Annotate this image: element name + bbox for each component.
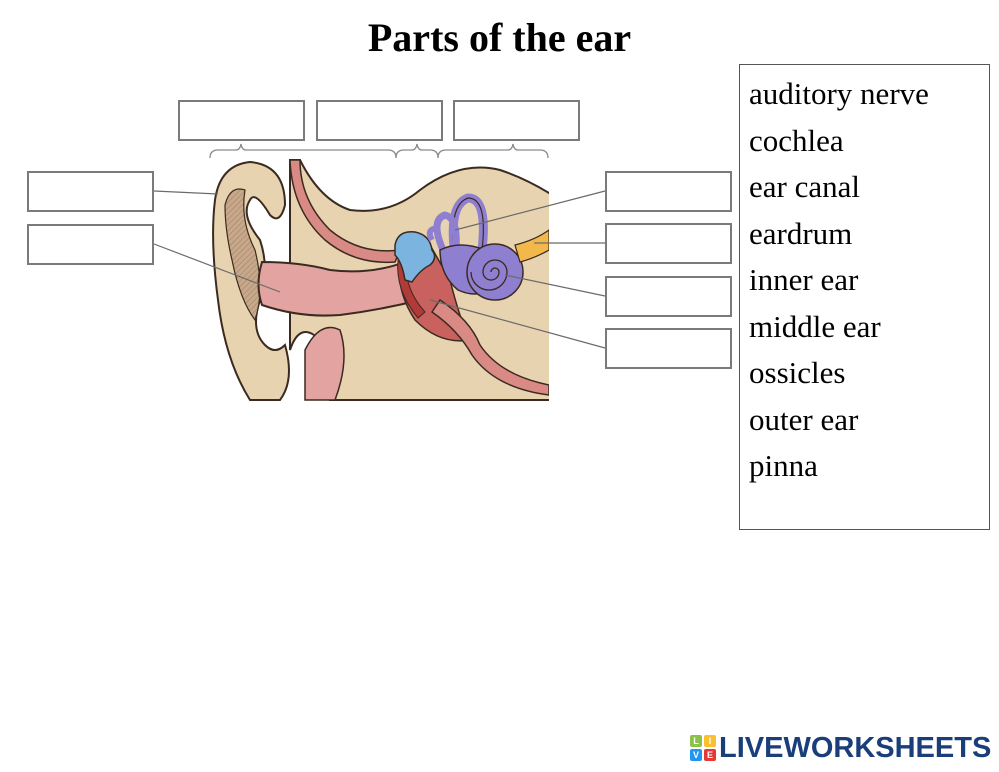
leader-line-semicircular <box>454 190 606 231</box>
answer-box-right-2[interactable] <box>605 223 732 264</box>
leader-line-ear-canal <box>153 243 281 293</box>
word-bank-item: ossicles <box>749 355 846 390</box>
brace-middle-ear <box>395 143 439 159</box>
logo-tile: L <box>690 735 702 747</box>
page-title: Parts of the ear <box>367 15 632 60</box>
lobe-tissue <box>304 326 345 401</box>
answer-box-top-1[interactable] <box>178 100 305 141</box>
brace-inner-ear <box>437 143 549 159</box>
word-bank-item: middle ear <box>749 308 881 344</box>
leader-lines <box>153 190 606 349</box>
word-bank-item: inner ear <box>749 262 859 297</box>
word-bank: auditory nerve cochlea ear canal eardrum… <box>739 64 990 530</box>
auditory-nerve <box>514 229 549 263</box>
semicircular-canals <box>426 193 488 256</box>
word-bank-item: eardrum <box>749 215 853 251</box>
logo-tiles-icon: L I V E <box>690 735 716 761</box>
ossicles <box>394 231 436 283</box>
word-bank-item: pinna <box>749 448 818 483</box>
logo-tile: E <box>704 749 716 761</box>
word-bank-item: outer ear <box>749 401 859 437</box>
brace-outer-ear <box>209 143 397 159</box>
word-bank-item: cochlea <box>749 122 844 158</box>
cochlea-spiral <box>470 259 508 291</box>
ear-canal <box>257 260 422 317</box>
answer-box-top-3[interactable] <box>453 100 580 141</box>
cochlea <box>466 243 524 301</box>
answer-box-right-1[interactable] <box>605 171 732 212</box>
answer-box-left-1[interactable] <box>27 171 154 212</box>
braces <box>209 143 549 159</box>
logo-text: LIVEWORKSHEETS <box>719 731 992 764</box>
logo-tile: I <box>704 735 716 747</box>
answer-box-right-4[interactable] <box>605 328 732 369</box>
leader-line-cochlea <box>504 274 606 297</box>
word-bank-item: auditory nerve <box>749 76 929 111</box>
answer-box-left-2[interactable] <box>27 224 154 265</box>
logo-tile: V <box>690 749 702 761</box>
word-bank-item: ear canal <box>749 169 860 204</box>
leader-line-eardrum <box>429 299 606 349</box>
answer-box-top-2[interactable] <box>316 100 443 141</box>
answer-box-right-3[interactable] <box>605 276 732 317</box>
eustachian-tube <box>430 298 549 396</box>
leader-line-pinna <box>153 190 219 195</box>
liveworksheets-logo: L I V E LIVEWORKSHEETS <box>690 732 991 764</box>
